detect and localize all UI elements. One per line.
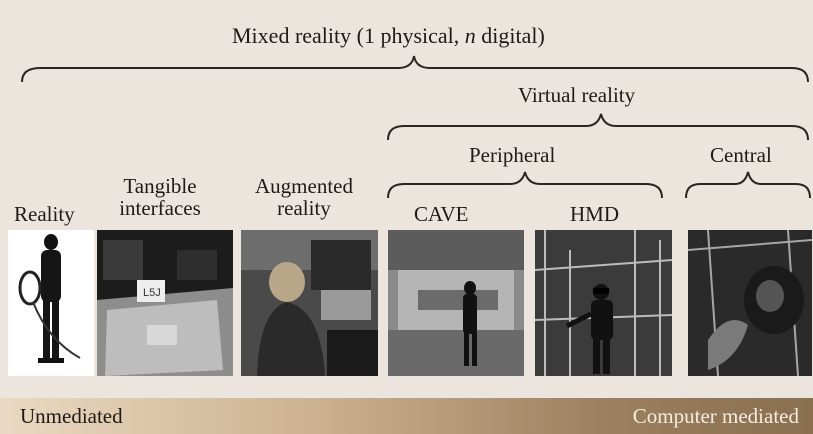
augmented-reality-photo — [241, 230, 378, 376]
cave-photo — [388, 230, 524, 376]
title-n: n — [464, 23, 476, 48]
hmd-label: HMD — [570, 202, 620, 226]
tangible-interfaces-photo: L5J — [97, 230, 233, 376]
peripheral-brace — [387, 171, 663, 199]
title-prefix: Mixed reality (1 physical, — [232, 23, 465, 48]
virtual-reality-label: Virtual reality — [518, 83, 636, 107]
virtual-reality-brace — [387, 113, 809, 141]
central-label: Central — [710, 143, 772, 167]
hmd-photo — [535, 230, 672, 376]
peripheral-label: Peripheral — [469, 143, 556, 167]
central-photo — [688, 230, 812, 376]
reality-photo — [8, 230, 94, 376]
central-brace — [685, 171, 811, 199]
reality-label: Reality — [14, 202, 75, 226]
mixed-reality-brace — [21, 55, 809, 83]
computer-mediated-label: Computer mediated — [632, 404, 799, 428]
tangible-interfaces-label: Tangible interfaces — [119, 174, 201, 221]
mediation-spectrum-bar — [0, 398, 813, 434]
unmediated-label: Unmediated — [20, 404, 123, 428]
mixed-reality-title: Mixed reality (1 physical, n digital) — [232, 24, 545, 47]
augmented-reality-label: Augmented reality — [255, 174, 353, 221]
title-suffix: digital) — [475, 23, 545, 48]
cave-label: CAVE — [414, 202, 469, 226]
svg-text:L5J: L5J — [143, 287, 161, 299]
